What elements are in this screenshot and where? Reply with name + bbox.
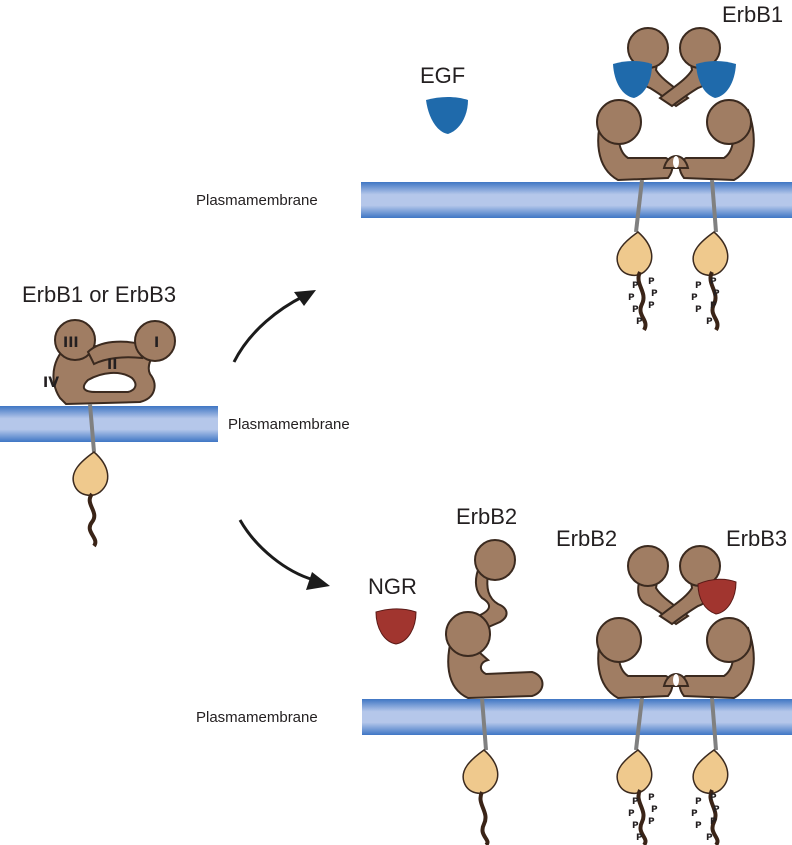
erbb2-monomer-kinase [462,749,499,795]
membrane-label-top: Plasmamembrane [196,192,318,209]
erbb2-monomer-label: ErbB2 [456,504,517,529]
svg-text:P: P [713,805,720,815]
phospho-left: P P P P P P P [628,277,658,327]
hetero-right-domain-iii [706,617,752,663]
arrow-to-heterodimer [238,519,330,590]
kinase-right [692,231,729,277]
svg-text:P: P [632,305,639,315]
inactive-receptor: III II I IV [43,319,176,548]
hetero-phospho-right: P P P P P P P [691,793,720,843]
svg-text:P: P [648,301,655,311]
erbb1-dimer: P P P P P P P P P P P P P P [596,27,755,332]
svg-text:P: P [710,817,717,827]
svg-text:P: P [636,317,643,327]
svg-text:P: P [710,277,717,287]
svg-text:P: P [706,833,713,843]
erbb2-monomer-domain-i [474,539,516,581]
tm-right [710,179,718,233]
svg-text:P: P [648,793,655,803]
membrane-label-left: Plasmamembrane [228,416,350,433]
egf-bound-right [696,61,736,98]
erbb1-label: ErbB1 [722,2,783,27]
membrane-label-bottom: Plasmamembrane [196,709,318,726]
kinase-left [616,231,653,277]
svg-text:P: P [691,809,698,819]
hetero-tail-right [708,789,720,845]
hetero-left-domain-iii [596,617,642,663]
svg-text:P: P [695,281,702,291]
svg-text:P: P [636,833,643,843]
ngr-label: NGR [368,574,417,599]
svg-text:P: P [706,317,713,327]
c-terminal-tail [87,492,98,548]
erbb2-monomer-domain-iii [445,611,491,657]
kinase-domain [72,451,109,497]
erbb1-or-erbb3-label: ErbB1 or ErbB3 [22,282,176,307]
erbb2-dimer-label: ErbB2 [556,526,617,551]
hetero-kinase-left [616,749,653,795]
domain-i-circle [134,320,176,362]
hetero-contact-gap [673,674,679,686]
svg-text:P: P [632,821,639,831]
hetero-phospho-left: P P P P P P P [628,793,658,843]
domain-i-label: I [154,335,159,351]
erbb2-monomer-tail [478,791,490,845]
transmembrane-segment [88,403,96,453]
domain-iv-label: IV [43,375,59,391]
svg-text:P: P [628,293,635,303]
domain-ii-arm [86,340,144,366]
egf-bound-left [613,61,652,98]
dimer-right-domain-iii [706,99,752,145]
svg-text:P: P [691,293,698,303]
svg-text:P: P [710,793,717,803]
hetero-left-domain-i [627,545,669,587]
domain-iii-label: III [63,335,79,351]
svg-text:P: P [628,809,635,819]
svg-text:P: P [713,289,720,299]
egf-ligand [426,97,468,134]
tm-left [634,179,644,233]
hetero-tm-left [634,697,644,751]
svg-text:P: P [648,817,655,827]
svg-text:P: P [710,301,717,311]
erbb2-monomer [445,539,544,845]
svg-text:P: P [632,797,639,807]
domain-iii-circle [54,319,96,361]
plasma-membrane-left [0,406,218,442]
dimer-left-domain-iii [596,99,642,145]
erbb2-erbb3-dimer: P P P P P P P P P P P P P P [596,545,755,845]
tail-right [708,271,720,332]
hetero-kinase-right [692,749,729,795]
plasma-membrane-bottom [362,699,792,735]
phospho-right: P P P P P P P [691,277,720,327]
svg-text:P: P [651,805,658,815]
svg-text:P: P [651,289,658,299]
hetero-tail-left [636,789,648,845]
ngr-ligand [375,608,417,645]
plasma-membrane-top [361,182,792,218]
tail-left [636,271,648,332]
ngr-bound-erbb3 [697,578,737,615]
erbb2-monomer-tm [480,697,488,751]
dimer-contact-gap [673,156,679,168]
svg-text:P: P [695,305,702,315]
hetero-tm-right [710,697,718,751]
domain-ii-label: II [107,357,117,373]
svg-text:P: P [648,277,655,287]
egf-label: EGF [420,63,465,88]
svg-text:P: P [695,797,702,807]
svg-text:P: P [695,821,702,831]
svg-text:P: P [632,281,639,291]
arrow-to-activation [232,290,316,363]
erbb3-dimer-label: ErbB3 [726,526,787,551]
